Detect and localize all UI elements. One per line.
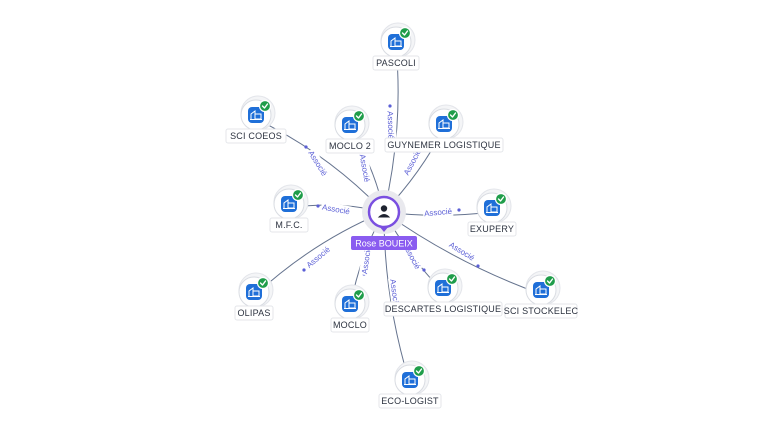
node-label[interactable]: MOCLO 2 [329, 141, 371, 151]
edge-arrow-icon [457, 208, 461, 212]
edge-arrow-icon [304, 145, 308, 149]
check-icon [398, 26, 412, 40]
edge-arrow-icon [316, 204, 320, 208]
center-pointer [379, 226, 389, 232]
check-icon [494, 192, 508, 206]
node-label-box [383, 301, 503, 317]
node-label[interactable]: ECO-LOGIST [381, 396, 439, 406]
edge-label-bg [387, 277, 403, 309]
edge-arrow-icon [302, 268, 306, 272]
node-label[interactable]: SCI STOCKELEC [504, 306, 579, 316]
edge-label-text: Associé [321, 203, 351, 217]
node-label-box [325, 138, 375, 154]
company-node-exupery[interactable]: EXUPERY [467, 188, 517, 237]
edge-label-bg [422, 205, 454, 219]
edge-label-bg [400, 146, 424, 178]
check-icon [258, 99, 272, 113]
building-icon [437, 283, 449, 293]
edge-label-bg [357, 152, 373, 184]
company-node-sci-stockelec[interactable]: SCI STOCKELEC [504, 270, 579, 319]
edge-label-text: Associé [358, 154, 372, 184]
building-icon [344, 120, 356, 130]
company-node-guynemer[interactable]: GUYNEMER LOGISTIQUE [384, 104, 504, 153]
node-label[interactable]: DESCARTES LOGISTIQUE [385, 304, 501, 314]
edge-label-text: Associé [388, 279, 401, 309]
edge-label-text: Associé [306, 149, 329, 178]
edge-label-text: Associé [424, 207, 453, 218]
center-avatar[interactable] [367, 195, 401, 229]
edge-label-bg [358, 244, 374, 276]
edge-label-bg [446, 238, 478, 264]
node-label-box [378, 393, 442, 409]
building-icon [390, 37, 402, 47]
node-label-box [504, 303, 578, 319]
building-icon [438, 119, 450, 129]
edge-label-mfc: Associé [320, 201, 352, 217]
node-label-box [225, 128, 287, 144]
company-node-moclo[interactable]: MOCLO [330, 284, 370, 333]
check-icon [352, 288, 366, 302]
check-icon [412, 364, 426, 378]
building-icon [283, 199, 295, 209]
node-label[interactable]: GUYNEMER LOGISTIQUE [387, 140, 500, 150]
edge-arrow-icon [422, 268, 426, 272]
check-icon [352, 109, 366, 123]
node-label[interactable]: M.F.C. [275, 220, 302, 230]
company-node-pascoli[interactable]: PASCOLI [372, 22, 420, 71]
building-icon [486, 203, 498, 213]
edge-label-exupery: Associé [422, 205, 454, 219]
edge-label-bg [303, 243, 333, 271]
node-label-box [330, 317, 370, 333]
node-label[interactable]: OLIPAS [237, 308, 270, 318]
check-icon [446, 108, 460, 122]
company-node-moclo-2[interactable]: MOCLO 2 [325, 105, 375, 154]
node-label[interactable]: MOCLO [333, 320, 367, 330]
building-icon [404, 375, 416, 385]
node-label[interactable]: PASCOLI [376, 58, 416, 68]
edge-label-text: Associé [360, 245, 373, 275]
node-label-box [234, 305, 274, 321]
node-label-box [467, 221, 517, 237]
edge-label-eco-logist: Associé [387, 277, 403, 309]
node-label[interactable]: EXUPERY [470, 224, 514, 234]
edge-label-bg [305, 147, 331, 179]
building-icon [250, 110, 262, 120]
edge-label-bg [320, 201, 352, 217]
edge-label-bg [385, 109, 397, 141]
check-icon [256, 276, 270, 290]
node-label-box [372, 55, 420, 71]
center-label[interactable]: Rose BOUEIX [355, 239, 413, 249]
company-node-sci-coeos[interactable]: SCI COEOS [225, 95, 287, 144]
person-icon [377, 205, 391, 218]
company-node-descartes[interactable]: DESCARTES LOGISTIQUE [383, 268, 503, 317]
edge-label-olipas: Associé [303, 243, 333, 271]
edge-label-pascoli: Associé [385, 109, 397, 141]
edge-label-text: Associé [386, 111, 396, 140]
edge-label-text: Associé [305, 245, 333, 270]
company-node-mfc[interactable]: M.F.C. [269, 184, 309, 233]
node-label-box [384, 137, 504, 153]
building-icon [344, 299, 356, 309]
building-icon [248, 287, 260, 297]
company-node-eco-logist[interactable]: ECO-LOGIST [378, 360, 442, 409]
nodes-layer: PASCOLI SCI COEOS MOCLO 2 GUYNEMER LOGISTIQ… [225, 22, 579, 409]
edge-arrow-icon [388, 104, 392, 108]
check-icon [543, 274, 557, 288]
edge-label-moclo: Associé [358, 244, 374, 276]
check-icon [291, 188, 305, 202]
edge-arrow-icon [476, 264, 480, 268]
node-label[interactable]: SCI COEOS [230, 131, 282, 141]
node-label-box [269, 217, 309, 233]
check-icon [445, 272, 459, 286]
center-node[interactable]: Rose BOUEIX [351, 190, 417, 250]
center-label-box [351, 236, 417, 250]
company-node-olipas[interactable]: OLIPAS [234, 272, 274, 321]
building-icon [535, 285, 547, 295]
